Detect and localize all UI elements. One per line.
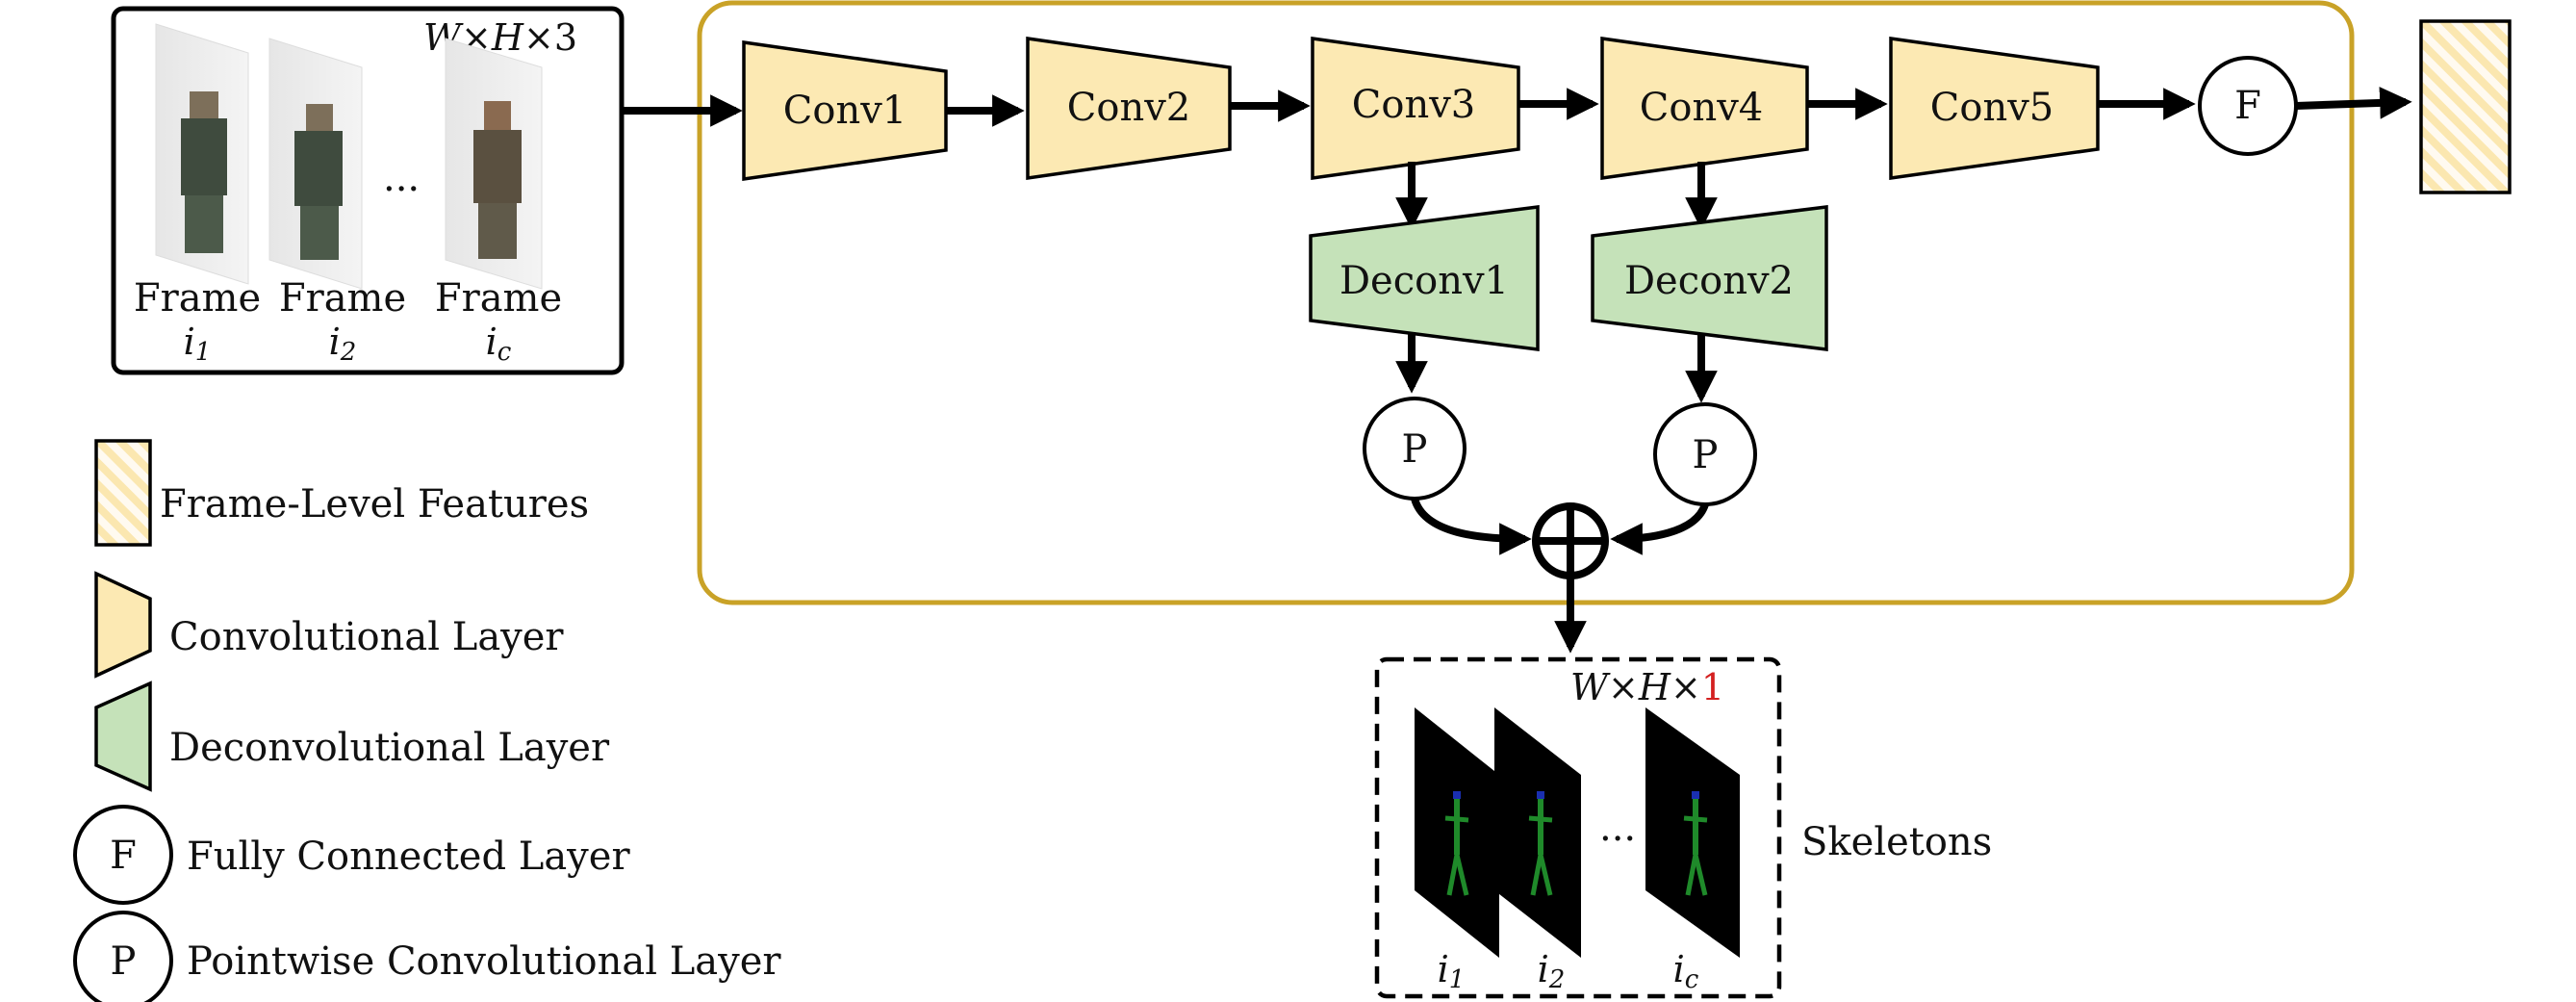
person-figure: [294, 104, 343, 260]
svg-text:Fully Connected Layer: Fully Connected Layer: [187, 835, 630, 879]
skeletons-label: Skeletons: [1801, 820, 1992, 864]
svg-text:Pointwise Convolutional Layer: Pointwise Convolutional Layer: [187, 939, 781, 984]
svg-text:Deconv1: Deconv1: [1339, 259, 1509, 303]
input-frame-1: [155, 23, 249, 285]
conv1-layer: Conv1: [742, 39, 948, 182]
arrow-fc-to-features: [2295, 87, 2412, 119]
person-figure: [181, 91, 227, 253]
skeleton-index-1: i1: [1438, 948, 1466, 994]
frame-label-1: Frame: [134, 276, 261, 321]
frame-label-c: Frame: [435, 276, 562, 321]
frame-label-2: Frame: [279, 276, 406, 321]
fc-node: F: [2198, 56, 2298, 156]
legend-item-conv: Convolutional Layer: [94, 571, 564, 679]
skeleton-figure: [1528, 791, 1553, 896]
conv3-layer: Conv3: [1311, 36, 1520, 181]
svg-text:Deconv2: Deconv2: [1624, 259, 1794, 303]
svg-text:Conv5: Conv5: [1930, 86, 2054, 130]
svg-text:Conv1: Conv1: [783, 89, 907, 133]
svg-text:Conv4: Conv4: [1640, 86, 1764, 130]
pointwise-node-1: P: [1363, 397, 1467, 501]
frame-index-c: ic: [486, 321, 512, 367]
skeleton-figure: [1683, 791, 1708, 896]
legend: Frame-Level Features Convolutional Layer…: [73, 439, 781, 1002]
conv2-layer: Conv2: [1026, 36, 1232, 181]
input-frames-box: W×H×3 ...: [111, 6, 625, 375]
arrow-p1-to-sum: [1411, 497, 1532, 555]
legend-item-deconv: Deconvolutional Layer: [94, 681, 610, 792]
input-frame-c: [445, 38, 543, 290]
arrow-p2-to-sum: [1610, 502, 1709, 555]
skeletons-ellipsis: ...: [1599, 806, 1636, 850]
frame-index-1: i1: [184, 321, 212, 367]
svg-text:Convolutional Layer: Convolutional Layer: [169, 615, 564, 659]
skeleton-index-c: ic: [1673, 948, 1699, 994]
svg-text:P: P: [1402, 427, 1428, 472]
svg-text:P: P: [1693, 433, 1719, 477]
skeleton-figure: [1444, 791, 1469, 896]
output-dims: W×H×1: [1570, 666, 1724, 708]
legend-item-pointwise: P Pointwise Convolutional Layer: [73, 911, 781, 1002]
network-container: [697, 0, 2355, 605]
skeleton-index-2: i2: [1538, 948, 1566, 994]
legend-item-fc: F Fully Connected Layer: [73, 805, 630, 905]
svg-text:Deconvolutional Layer: Deconvolutional Layer: [169, 726, 610, 770]
pointwise-node-2: P: [1653, 402, 1757, 506]
svg-text:F: F: [110, 834, 137, 878]
svg-text:F: F: [2234, 84, 2261, 128]
deconv1-layer: Deconv1: [1309, 205, 1540, 351]
conv5-layer: Conv5: [1889, 36, 2100, 181]
svg-text:Conv2: Conv2: [1067, 86, 1191, 130]
skeleton-map-2: [1494, 707, 1581, 958]
input-ellipsis: ...: [383, 156, 420, 200]
svg-text:Frame-Level Features: Frame-Level Features: [160, 482, 589, 527]
conv4-layer: Conv4: [1600, 36, 1809, 181]
skeleton-map-1: [1415, 707, 1499, 958]
frame-index-2: i2: [329, 321, 357, 367]
deconv2-layer: Deconv2: [1591, 205, 1828, 351]
skeletons-box: W×H×1 ...: [1374, 656, 1782, 999]
legend-item-features: Frame-Level Features: [94, 439, 589, 547]
svg-text:Conv3: Conv3: [1352, 83, 1476, 127]
sum-node: [1532, 502, 1609, 579]
person-figure: [473, 101, 522, 259]
frame-level-features-block: [2419, 19, 2512, 194]
svg-text:P: P: [111, 939, 137, 984]
input-frame-2: [268, 38, 363, 290]
skeleton-map-c: [1645, 707, 1740, 958]
